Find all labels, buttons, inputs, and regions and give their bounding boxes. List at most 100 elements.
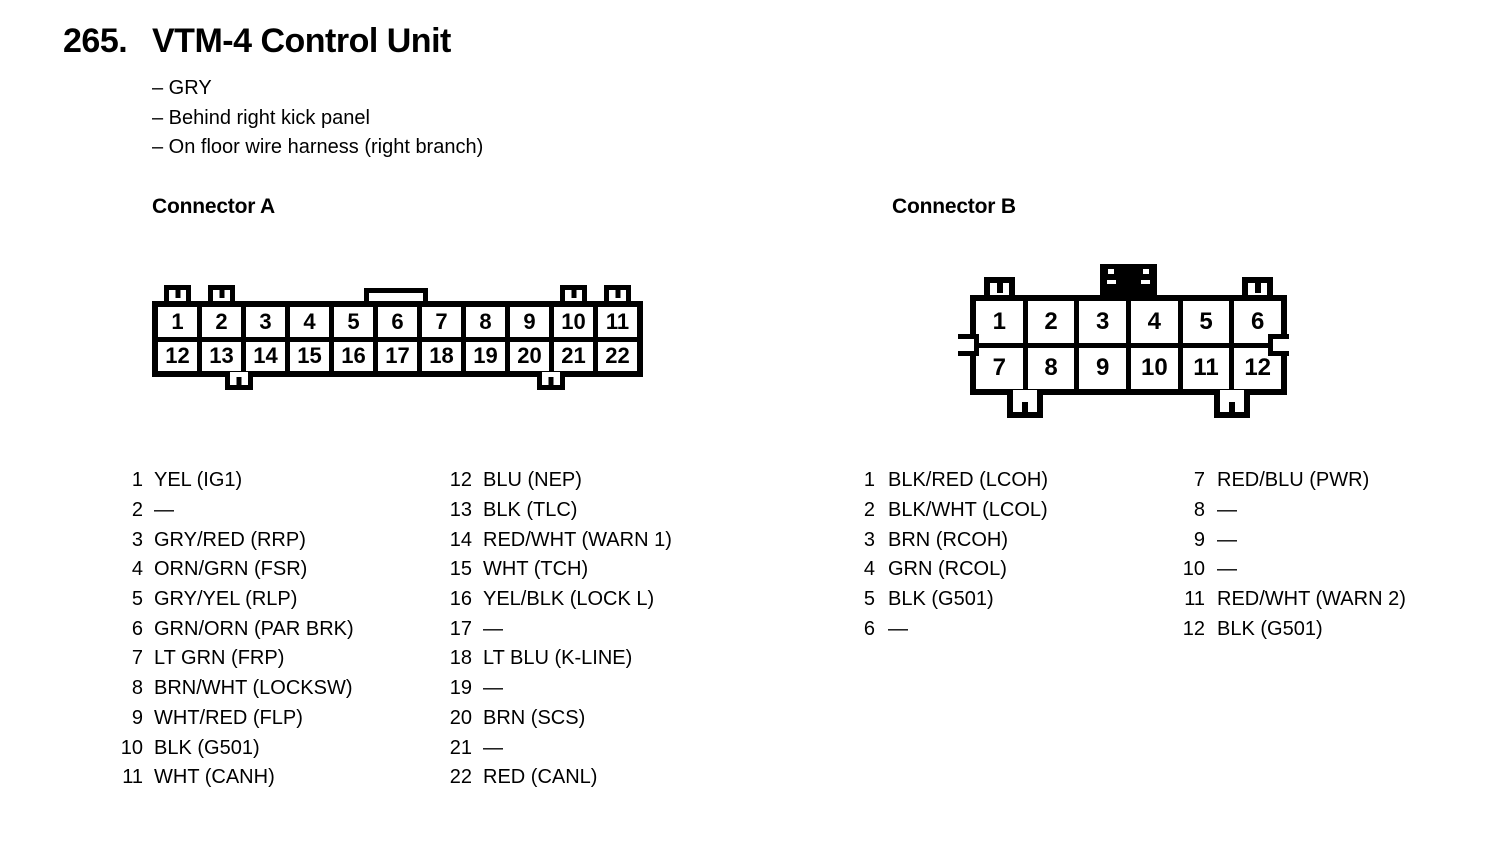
pin-row: 1 BLK/RED (LCOH) bbox=[843, 466, 1048, 496]
connector-b-latch bbox=[1100, 264, 1157, 295]
connector-b-pin-cell: 7 bbox=[976, 347, 1023, 389]
pin-number: 9 bbox=[1193, 528, 1205, 551]
pin-wire-label: WHT/RED (FLP) bbox=[154, 706, 303, 729]
pin-row: 11 WHT (CANH) bbox=[110, 763, 354, 793]
connector-a-top-tab-wide bbox=[364, 288, 428, 301]
connector-a-pin-cell: 18 bbox=[422, 341, 461, 371]
pin-wire-label: — bbox=[154, 499, 174, 522]
pin-wire-label: — bbox=[483, 677, 503, 700]
connector-a-pin-cell: 10 bbox=[554, 307, 593, 337]
connector-a-pin-cell: 4 bbox=[290, 307, 329, 337]
connector-b-pin-cell: 12 bbox=[1234, 347, 1281, 389]
connector-a-pin-list-col2: 12 BLU (NEP) 13 BLK (TLC) 14 RED/WHT (WA… bbox=[436, 466, 672, 793]
connector-b-side-notch-left bbox=[958, 334, 979, 356]
pin-wire-label: GRN/ORN (PAR BRK) bbox=[154, 617, 354, 640]
pin-number: 10 bbox=[120, 736, 143, 759]
pin-wire-label: YEL (IG1) bbox=[154, 469, 243, 492]
pin-row: 3 GRY/RED (RRP) bbox=[110, 525, 354, 555]
connector-a-pin-cell: 11 bbox=[598, 307, 637, 337]
pin-row: 12 BLK (G501) bbox=[1171, 614, 1406, 644]
pin-number: 21 bbox=[449, 736, 472, 759]
pin-number: 11 bbox=[1184, 588, 1205, 611]
pin-row: 19 — bbox=[436, 674, 672, 704]
pin-row: 14 RED/WHT (WARN 1) bbox=[436, 525, 672, 555]
connector-b-side-notch-right bbox=[1268, 334, 1289, 356]
pin-row: 2 — bbox=[110, 496, 354, 526]
pin-row: 4 ORN/GRN (FSR) bbox=[110, 555, 354, 585]
pin-wire-label: — bbox=[483, 617, 503, 640]
pin-number: 18 bbox=[449, 647, 472, 670]
pin-row: 20 BRN (SCS) bbox=[436, 704, 672, 734]
pin-number: 8 bbox=[131, 677, 143, 700]
pin-wire-label: BLK (TLC) bbox=[483, 499, 578, 522]
pin-wire-label: RED/WHT (WARN 1) bbox=[483, 528, 672, 551]
pin-wire-label: ORN/GRN (FSR) bbox=[154, 558, 308, 581]
pin-number: 1 bbox=[131, 469, 143, 492]
connector-b-pin-list-col1: 1 BLK/RED (LCOH) 2 BLK/WHT (LCOL) 3 BRN … bbox=[843, 466, 1048, 644]
connector-b-latch-detail bbox=[1107, 280, 1150, 284]
pin-wire-label: BLK/RED (LCOH) bbox=[888, 469, 1049, 492]
pin-wire-label: — bbox=[483, 736, 503, 759]
pin-number: 22 bbox=[449, 766, 472, 789]
pin-number: 5 bbox=[131, 588, 143, 611]
pin-row: 6 — bbox=[843, 614, 1048, 644]
connector-a-pin-cell: 1 bbox=[158, 307, 197, 337]
connector-a-pin-cell: 14 bbox=[246, 341, 285, 371]
pin-number: 7 bbox=[1193, 469, 1205, 492]
pin-row: 3 BRN (RCOH) bbox=[843, 525, 1048, 555]
connector-a-heading: Connector A bbox=[152, 195, 276, 218]
pin-wire-label: WHT (TCH) bbox=[483, 558, 589, 581]
pin-wire-label: RED (CANL) bbox=[483, 766, 598, 789]
pin-row: 9 WHT/RED (FLP) bbox=[110, 704, 354, 734]
connector-a-pin-cell: 20 bbox=[510, 341, 549, 371]
pin-number: 19 bbox=[449, 677, 472, 700]
pin-number: 16 bbox=[449, 588, 472, 611]
connector-a-pin-cell: 9 bbox=[510, 307, 549, 337]
connector-a-pin-cell: 7 bbox=[422, 307, 461, 337]
pin-number: 14 bbox=[449, 528, 472, 551]
pin-wire-label: GRY/YEL (RLP) bbox=[154, 588, 298, 611]
pin-row: 8 BRN/WHT (LOCKSW) bbox=[110, 674, 354, 704]
pin-number: 8 bbox=[1193, 499, 1205, 522]
pin-wire-label: BRN (SCS) bbox=[483, 706, 586, 729]
pin-row: 9 — bbox=[1171, 525, 1406, 555]
pin-number: 13 bbox=[449, 499, 472, 522]
pin-number: 4 bbox=[863, 558, 875, 581]
connector-a-pin-cell: 5 bbox=[334, 307, 373, 337]
pin-row: 7 RED/BLU (PWR) bbox=[1171, 466, 1406, 496]
pin-number: 9 bbox=[131, 706, 143, 729]
pin-number: 11 bbox=[122, 766, 143, 789]
connector-a-top-tab-2 bbox=[208, 285, 235, 301]
connector-a-pin-list-col1: 1 YEL (IG1) 2 — 3 GRY/RED (RRP) 4 ORN/GR… bbox=[110, 466, 354, 793]
pin-number: 3 bbox=[131, 528, 143, 551]
pin-number: 6 bbox=[131, 617, 143, 640]
section-number: 265. bbox=[63, 22, 128, 60]
pin-number: 7 bbox=[131, 647, 143, 670]
pin-number: 4 bbox=[131, 558, 143, 581]
pin-row: 5 GRY/YEL (RLP) bbox=[110, 585, 354, 615]
connector-a-bottom-tab-left bbox=[225, 372, 253, 390]
connector-b-top-tab-6 bbox=[1242, 277, 1273, 295]
pin-number: 2 bbox=[863, 499, 875, 522]
connector-a-top-tab-10 bbox=[560, 285, 587, 301]
pin-wire-label: LT BLU (K-LINE) bbox=[483, 647, 633, 670]
location-note-line: – Behind right kick panel bbox=[152, 106, 370, 129]
pin-wire-label: BLK (G501) bbox=[888, 588, 994, 611]
pin-row: 10 — bbox=[1171, 555, 1406, 585]
pin-wire-label: WHT (CANH) bbox=[154, 766, 275, 789]
pin-wire-label: — bbox=[888, 617, 908, 640]
pin-wire-label: YEL/BLK (LOCK L) bbox=[483, 588, 655, 611]
pin-number: 17 bbox=[449, 617, 472, 640]
connector-a-bottom-tab-right bbox=[537, 372, 565, 390]
pin-row: 15 WHT (TCH) bbox=[436, 555, 672, 585]
pin-wire-label: BLK (G501) bbox=[1217, 617, 1323, 640]
pin-row: 21 — bbox=[436, 733, 672, 763]
pin-number: 20 bbox=[449, 706, 472, 729]
location-note-line: – GRY bbox=[152, 77, 212, 99]
pin-row: 7 LT GRN (FRP) bbox=[110, 644, 354, 674]
pin-row: 4 GRN (RCOL) bbox=[843, 555, 1048, 585]
pin-row: 17 — bbox=[436, 614, 672, 644]
connector-a-pin-cell: 15 bbox=[290, 341, 329, 371]
connector-a-pin-cell: 2 bbox=[202, 307, 241, 337]
